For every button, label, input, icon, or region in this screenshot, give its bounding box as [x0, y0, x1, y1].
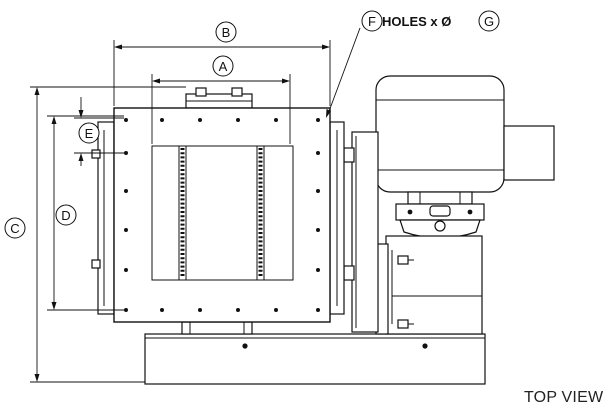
callout-f: [361, 10, 383, 32]
holes-label: HOLES x Ø: [382, 14, 451, 29]
lower-shaft: [181, 321, 253, 335]
valve-body: [91, 87, 345, 323]
view-title: TOP VIEW: [524, 389, 604, 406]
rotor-strip: [256, 146, 265, 280]
callout-e-label: E: [85, 126, 94, 141]
holes-callout: F HOLES x Ø G: [326, 10, 500, 118]
callout-b-label: B: [222, 25, 231, 40]
base-bolt-hole: [422, 343, 428, 349]
dimension-a: A: [151, 55, 291, 144]
base-plate: [144, 333, 486, 385]
callout-c-label: C: [10, 221, 19, 236]
callout-d: [55, 204, 77, 226]
callout-a-label: A: [219, 59, 228, 74]
connector-plate: [343, 131, 379, 333]
dimension-c: C: [4, 86, 186, 383]
dimension-e: E: [74, 97, 124, 166]
rotor-strip: [178, 146, 187, 280]
dimension-b: B: [113, 21, 331, 106]
base-bolt-hole: [242, 343, 248, 349]
callout-g-label: G: [484, 14, 494, 29]
callout-e: [78, 122, 100, 144]
gear-motor: [375, 75, 555, 335]
callout-b: [215, 21, 237, 43]
callout-d-label: D: [61, 208, 70, 223]
dimension-d: D: [47, 115, 124, 311]
callout-c: [4, 217, 26, 239]
callout-a: [212, 55, 234, 77]
callout-g: [478, 10, 500, 32]
flange-bolt-holes: [124, 118, 320, 312]
callout-f-label: F: [368, 14, 376, 29]
